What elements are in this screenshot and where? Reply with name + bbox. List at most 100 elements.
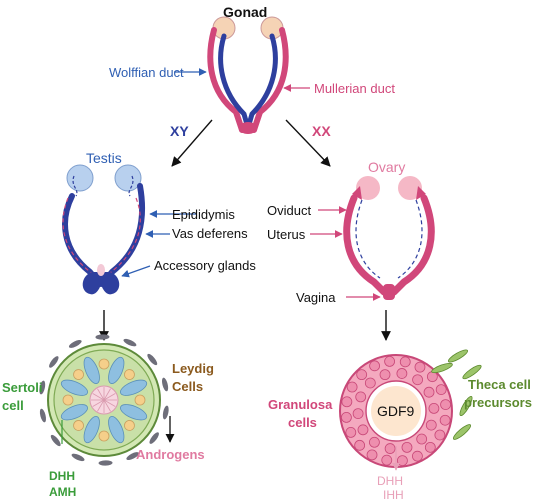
germ-cell xyxy=(73,369,84,380)
lumen-ray xyxy=(103,388,111,401)
dhh-male-label: DHH xyxy=(49,469,75,483)
peritubular-cell xyxy=(162,377,169,392)
granulosa-label-line2: cells xyxy=(288,415,317,430)
vagina-label: Vagina xyxy=(296,290,336,305)
xx-arrow xyxy=(285,119,331,167)
leydig-label-line2: Cells xyxy=(172,379,204,394)
granulosa-cell xyxy=(356,369,368,381)
lumen-ray xyxy=(103,399,116,407)
sertoli-cell xyxy=(108,356,125,384)
peritubular-cell xyxy=(147,353,158,366)
granulosa-cell xyxy=(425,419,437,431)
granulosa-cell xyxy=(341,396,353,408)
granulosa-cell xyxy=(369,436,380,448)
accessory-glands-label: Accessory glands xyxy=(154,258,256,273)
granulosa-cell xyxy=(439,414,451,426)
xx-label: XX xyxy=(312,123,331,139)
sertoli-cell xyxy=(83,416,100,444)
female-tract xyxy=(343,176,435,300)
ovary-label: Ovary xyxy=(368,159,406,175)
granulosa-cell xyxy=(414,361,426,373)
theca-label-line1: Theca cell xyxy=(468,377,531,392)
granulosa-cell xyxy=(416,433,428,445)
granulosa-cell xyxy=(352,408,364,420)
granulosa-cell xyxy=(396,368,408,379)
androgens-label: Androgens xyxy=(136,447,205,462)
granulosa-cell xyxy=(366,449,378,461)
granulosa-cell xyxy=(369,360,380,372)
lumen-ray xyxy=(92,393,105,401)
peritubular-cell xyxy=(71,453,85,462)
sertoli-cell xyxy=(120,379,148,396)
sertoli-cell xyxy=(108,416,125,444)
epididymis-label: Epididymis xyxy=(172,207,235,222)
lumen-ray xyxy=(97,399,105,412)
amh-label: AMH xyxy=(49,485,77,499)
dhh-female-label: DHH xyxy=(377,474,403,488)
granulosa-cell xyxy=(428,402,440,414)
mullerian-duct-label: Mullerian duct xyxy=(314,81,395,96)
granulosa-cell xyxy=(345,427,357,438)
theca-precursor-cell xyxy=(459,395,473,417)
germ-cell xyxy=(98,358,110,370)
male-tract xyxy=(62,164,146,295)
granulosa-label-line1: Granulosa xyxy=(268,397,333,412)
germ-cell xyxy=(134,394,146,406)
peritubular-cell xyxy=(162,405,169,420)
peritubular-cell xyxy=(39,408,46,423)
theca-precursor-cell xyxy=(431,362,453,374)
ovarian-follicle xyxy=(339,354,453,468)
theca-cells xyxy=(431,349,482,440)
granulosa-cell xyxy=(384,356,396,367)
xy-arrow xyxy=(171,119,213,167)
wolffian-duct-label: Wolffian duct xyxy=(109,65,184,80)
sertoli-label-line1: Sertoli xyxy=(2,380,43,395)
leydig-label-line1: Leydig xyxy=(172,361,214,376)
vas-deferens-label: Vas deferens xyxy=(172,226,248,241)
lumen-ray xyxy=(103,399,111,412)
granulosa-cell xyxy=(357,424,369,436)
theca-precursor-cell xyxy=(462,364,482,380)
sertoli-label-line2: cell xyxy=(2,398,24,413)
granulosa-cell xyxy=(401,441,413,453)
indifferent-gonad xyxy=(207,16,289,134)
lumen-ray xyxy=(97,388,105,401)
peritubular-cell xyxy=(49,356,59,368)
granulosa-cell xyxy=(341,411,352,423)
sertoli-cell xyxy=(60,379,88,396)
granulosa-cell xyxy=(412,374,423,386)
granulosa-cell xyxy=(424,441,436,453)
peritubular-cell xyxy=(68,339,82,348)
granulosa-cell xyxy=(364,377,376,389)
granulosa-cell xyxy=(434,429,446,441)
peritubular-cell xyxy=(95,334,110,340)
gdf9-label: GDF9 xyxy=(377,403,415,419)
theca-precursor-cell xyxy=(447,349,469,363)
germ-cell xyxy=(73,420,84,431)
granulosa-cell xyxy=(346,381,358,393)
germ-cell xyxy=(124,369,135,380)
theca-precursor-cell xyxy=(452,424,472,440)
granulosa-cell xyxy=(379,369,391,381)
germ-cell xyxy=(124,420,135,431)
granulosa-cell xyxy=(384,443,396,454)
peritubular-cell xyxy=(50,434,61,447)
lumen-ray xyxy=(103,393,116,401)
peritubular-cell xyxy=(39,380,46,395)
granulosa-cell xyxy=(354,439,366,451)
granulosa-cell xyxy=(412,450,423,462)
oviduct-label: Oviduct xyxy=(267,203,312,218)
peritubular-cell xyxy=(149,432,159,444)
granulosa-cell xyxy=(423,386,435,398)
leydig-cells xyxy=(39,334,169,466)
ihh-label: IHH xyxy=(383,488,404,502)
granulosa-cell xyxy=(399,356,411,368)
sertoli-cell xyxy=(83,356,100,384)
granulosa-cell xyxy=(381,454,393,466)
sertoli-cell xyxy=(120,404,148,421)
uterus-label: Uterus xyxy=(267,227,306,242)
seminiferous-tubule xyxy=(47,343,161,457)
peritubular-cell xyxy=(123,338,137,347)
testis-label: Testis xyxy=(86,150,122,166)
